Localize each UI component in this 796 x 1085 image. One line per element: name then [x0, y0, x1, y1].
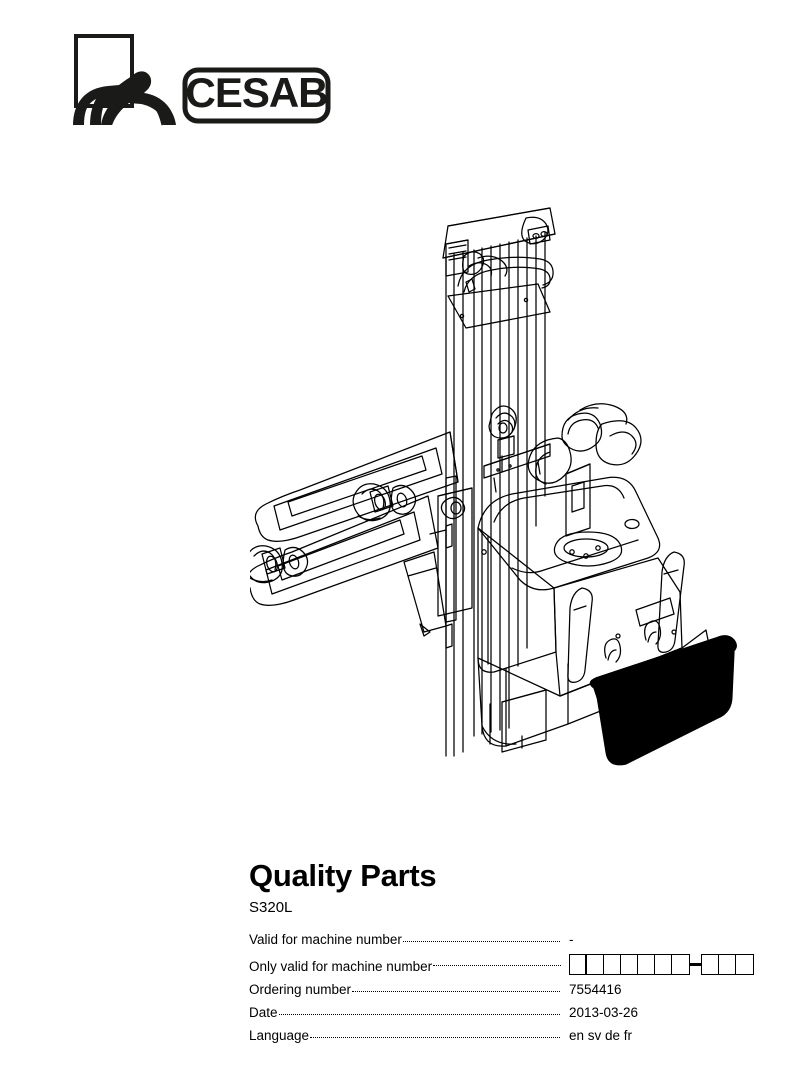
page-title: Quality Parts: [249, 858, 437, 893]
spec-leader-dots: [433, 964, 561, 967]
spec-row-date: Date 2013-03-26: [249, 998, 769, 1021]
side-protection-bars: [567, 551, 685, 683]
spec-table: Valid for machine number - Only valid fo…: [249, 925, 769, 1044]
operator-platform: [589, 620, 737, 766]
spec-row-valid-for-machine-number: Valid for machine number -: [249, 925, 769, 948]
spec-label: Date: [249, 1004, 278, 1020]
spec-value: 2013-03-26: [569, 1004, 639, 1020]
spec-label: Valid for machine number: [249, 931, 402, 947]
stacker-illustration-artwork: [250, 207, 737, 766]
machine-number-cell[interactable]: [604, 955, 621, 975]
machine-number-left-group[interactable]: [569, 954, 690, 976]
machine-number-cell[interactable]: [736, 955, 753, 974]
stacker-illustration: [250, 196, 750, 806]
machine-number-separator-dash: [690, 963, 701, 967]
spec-row-ordering-number: Ordering number 7554416: [249, 975, 769, 998]
spec-value: 7554416: [569, 981, 622, 997]
cesab-logo-artwork: CESAB: [73, 34, 331, 126]
spec-value: en sv de fr: [569, 1027, 633, 1043]
mast-assembly: [442, 207, 556, 757]
machine-number-cell[interactable]: [719, 955, 736, 975]
cesab-logo: CESAB: [72, 32, 332, 134]
logo-figure-swoosh: [137, 90, 165, 126]
spec-leader-dots: [402, 940, 560, 943]
spec-leader-dots: [352, 990, 560, 993]
logo-wordmark-text: CESAB: [185, 69, 327, 116]
tiller-arm-assembly: [527, 403, 642, 567]
spec-leader-dots: [310, 1036, 560, 1039]
spec-label: Only valid for machine number: [249, 958, 433, 974]
machine-number-cell[interactable]: [587, 955, 604, 975]
machine-number-cell[interactable]: [638, 955, 655, 975]
title-block: Quality Parts S320L Valid for machine nu…: [249, 858, 769, 1044]
machine-number-right-group[interactable]: [701, 954, 754, 976]
spec-row-only-valid-for-machine-number: Only valid for machine number: [249, 948, 769, 976]
machine-number-cell[interactable]: [570, 955, 587, 975]
spec-value: -: [569, 931, 574, 947]
spec-row-language: Language en sv de fr: [249, 1021, 769, 1044]
logo-wordmark-frame: [182, 67, 331, 124]
machine-number-cell[interactable]: [655, 955, 672, 975]
machine-number-cell[interactable]: [702, 955, 719, 975]
machine-number-cell[interactable]: [621, 955, 638, 975]
model-name: S320L: [249, 898, 293, 916]
mast-chain-pulley: [483, 405, 551, 493]
machine-number-entry-boxes[interactable]: [561, 954, 769, 976]
fork-assembly: [250, 431, 473, 637]
spec-label: Language: [249, 1027, 310, 1043]
spec-leader-dots: [278, 1013, 560, 1016]
spec-label: Ordering number: [249, 981, 352, 997]
machine-number-cell[interactable]: [672, 955, 689, 974]
logo-porter-figure-icon: [73, 71, 176, 126]
